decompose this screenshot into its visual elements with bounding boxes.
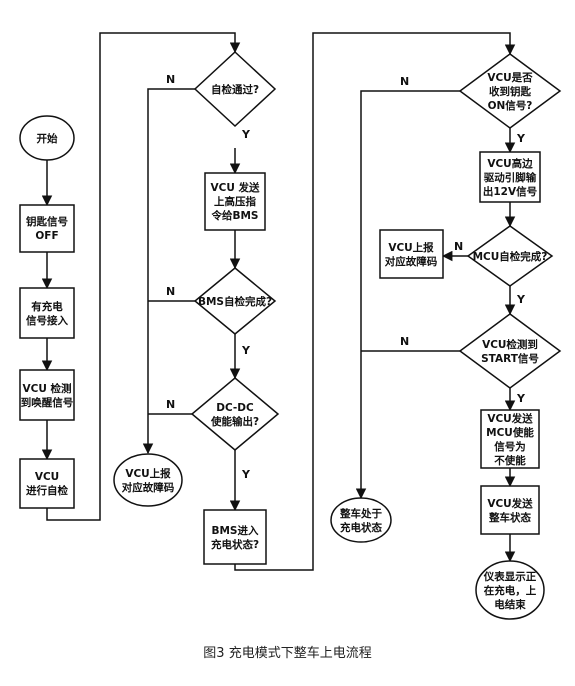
edge-selfcheck-no <box>142 88 195 455</box>
shapes <box>19 50 562 620</box>
start-label: 开始 <box>37 132 58 145</box>
label-no-start: N <box>400 335 409 348</box>
edge-on-no <box>355 90 460 500</box>
label-no-on: N <box>400 75 409 88</box>
bms-ok-label: BMS自检完成? <box>198 295 272 308</box>
edge-labels: N N N Y Y Y N N N Y Y Y <box>166 73 526 481</box>
vcu-selfcheck-box <box>19 458 75 509</box>
dcdc-ok-diamond <box>190 377 280 451</box>
mcu-ok-label: MCU自检完成? <box>473 250 548 263</box>
label-no-dcdc: N <box>166 398 175 411</box>
key-off-box <box>19 204 75 253</box>
selfcheck-ok-label: 自检通过? <box>211 83 259 96</box>
vcu-report-fault-right-box <box>379 229 444 279</box>
label-yes-on: Y <box>516 132 526 145</box>
label-yes-selfcheck: Y <box>241 128 251 141</box>
vcu-report-fault-right-label: VCU上报对应故障码 <box>385 241 438 268</box>
bms-charge-state-label: BMS进入充电状态? <box>211 524 259 551</box>
flowchart: N N N Y Y Y N N N Y Y Y <box>19 32 562 620</box>
vcu-high-side-box <box>479 151 541 203</box>
label-no-selfcheck: N <box>166 73 175 86</box>
vcu-send-hv-label: VCU 发送上高压指令给BMS <box>210 181 260 222</box>
selfcheck-ok-diamond <box>193 50 277 128</box>
figure-caption: 图3 充电模式下整车上电流程 <box>203 646 372 661</box>
start-terminal <box>19 115 75 161</box>
bms-charge-state-box <box>203 509 267 565</box>
vcu-start-signal-diamond <box>458 313 562 389</box>
label-yes-start: Y <box>516 392 526 405</box>
edge-selfcheck-to-decision <box>46 32 241 521</box>
label-yes-mcu: Y <box>516 293 526 306</box>
charger-in-label: 有充电信号接入 <box>26 300 68 327</box>
label-no-mcu: N <box>454 240 463 253</box>
label-no-bms: N <box>166 285 175 298</box>
vcu-wake-box <box>19 369 75 421</box>
vcu-send-state-label: VCU发送整车状态 <box>487 497 533 524</box>
vcu-report-fault-left-terminal <box>113 453 183 507</box>
vcu-report-fault-left-label: VCU上报对应故障码 <box>122 467 175 494</box>
mcu-ok-diamond <box>466 225 554 287</box>
vcu-on-signal-diamond <box>458 53 562 129</box>
vcu-send-mcu-disable-box <box>480 409 540 469</box>
vcu-wake-label: VCU 检测到唤醒信号 <box>21 382 74 409</box>
charger-in-box <box>19 287 75 339</box>
vcu-high-side-label: VCU高边驱动引脚输出12V信号 <box>483 157 537 198</box>
dashboard-end-terminal <box>475 560 545 620</box>
bms-ok-diamond <box>193 267 277 335</box>
dashboard-end-label: 仪表显示正在充电，上电结束 <box>483 570 537 611</box>
vehicle-charging-label: 整车处于充电状态 <box>339 507 382 534</box>
label-yes-bms: Y <box>241 344 251 357</box>
edge-bms-charge-to-on <box>234 32 516 571</box>
vcu-send-state-box <box>480 485 540 535</box>
connectors <box>41 32 516 571</box>
vehicle-charging-terminal <box>330 497 392 543</box>
label-yes-dcdc: Y <box>241 468 251 481</box>
vcu-send-hv-box <box>204 172 266 231</box>
